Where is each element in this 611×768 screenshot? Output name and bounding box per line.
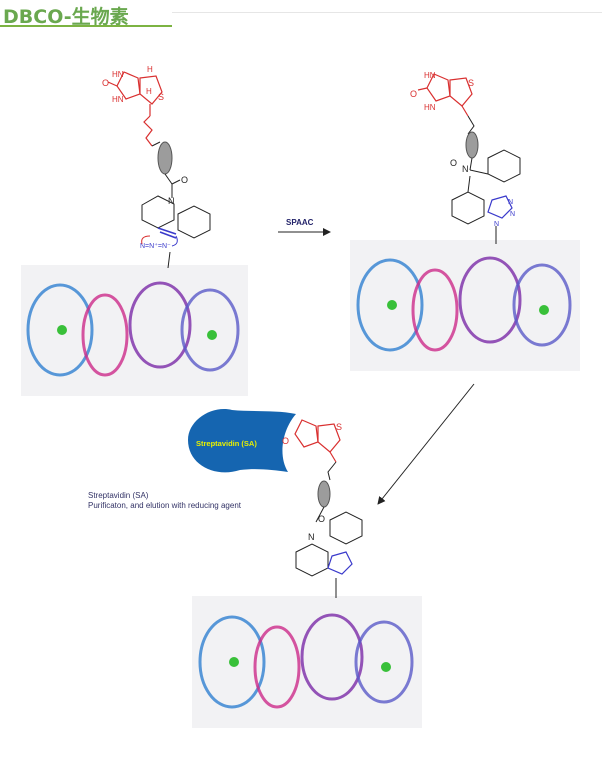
triazole-n-label-3: N [494, 221, 499, 228]
protein-structure-captured [198, 613, 414, 709]
biotin-s-label: S [158, 92, 164, 102]
biotin-nh-label-2: HN [112, 95, 124, 104]
header: DBCO-生物素 [0, 0, 611, 28]
azide-label: N=N⁺=N⁻ [140, 242, 171, 250]
biotin-moiety-captured [294, 419, 341, 463]
dbco-core [141, 179, 211, 239]
captured-biotin-s-label: S [336, 422, 342, 432]
peg-spacer-captured [317, 480, 331, 508]
streptavidin-blob [188, 409, 296, 473]
captured-amide-n-label: N [308, 532, 315, 542]
capture-arrow [377, 383, 475, 505]
streptavidin-label: Streptavidin (SA) [196, 439, 257, 448]
product-biotin-s-label: S [468, 78, 474, 88]
protein-structure-start [26, 281, 240, 377]
protein-structure-conjugated [356, 256, 572, 352]
product-biotin-nh-label-2: HN [424, 103, 436, 112]
title-underline [0, 25, 172, 27]
title-divider [172, 12, 602, 13]
biotin-h-label-2: H [146, 87, 152, 96]
product-amide-n-label: N [462, 164, 469, 174]
page-title: DBCO-生物素 [3, 6, 129, 28]
biotin-h-label: H [147, 65, 153, 74]
biotin-moiety [107, 71, 163, 147]
product-biotin-o-label: O [410, 89, 417, 99]
peg-spacer-product [465, 131, 479, 159]
product-dbco-core [451, 149, 521, 225]
peg-spacer [157, 141, 173, 175]
biotin-nh-label: HN [112, 70, 124, 79]
biotin-o-label: O [102, 78, 109, 88]
triazole-product-molecule: O HN HN S N O N N N [410, 71, 521, 244]
captured-triazole-ring [327, 551, 353, 575]
sa-caption-line-1: Streptavidin (SA) [88, 491, 149, 500]
product-amide-o-label: O [450, 158, 457, 168]
captured-biotin-o-label: O [282, 436, 289, 446]
spaac-label: SPAAC [286, 218, 314, 227]
dbco-biotin-molecule: O HN HN H H S O N N=N⁺=N⁻ [102, 65, 211, 269]
biotin-moiety-product [417, 73, 473, 117]
product-biotin-nh-label: HN [424, 71, 436, 80]
triazole-n-label-2: N [510, 211, 515, 218]
triazole-n-label: N [508, 199, 513, 206]
sa-caption-line-2: Purificaton, and elution with reducing a… [88, 501, 241, 510]
amide-n-label: N [168, 196, 175, 206]
captured-amide-o-label: O [318, 514, 325, 524]
amide-o-label: O [181, 175, 188, 185]
streptavidin-complex: Streptavidin (SA) O S O N [188, 409, 363, 598]
triazole-ring [487, 195, 513, 219]
